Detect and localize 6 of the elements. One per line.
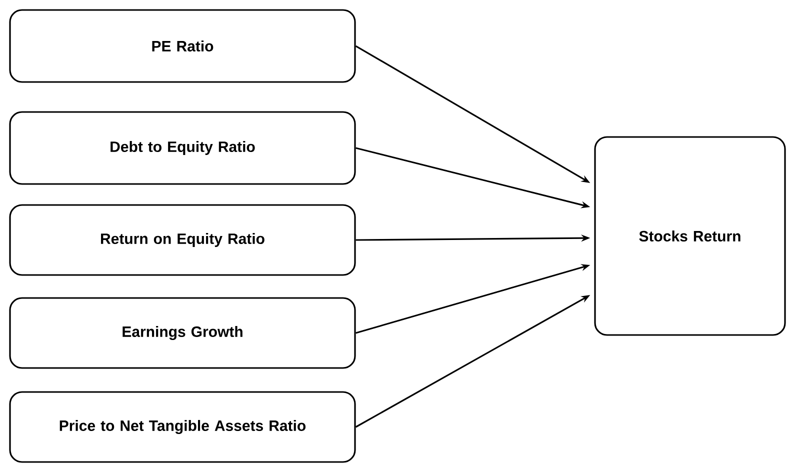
factor-box: PE Ratio [9,9,356,83]
factor-box: Earnings Growth [9,297,356,369]
result-box: Stocks Return [594,136,786,336]
factor-box: Price to Net Tangible Assets Ratio [9,391,356,463]
factor-box: Debt to Equity Ratio [9,111,356,185]
factor-box: Return on Equity Ratio [9,204,356,276]
